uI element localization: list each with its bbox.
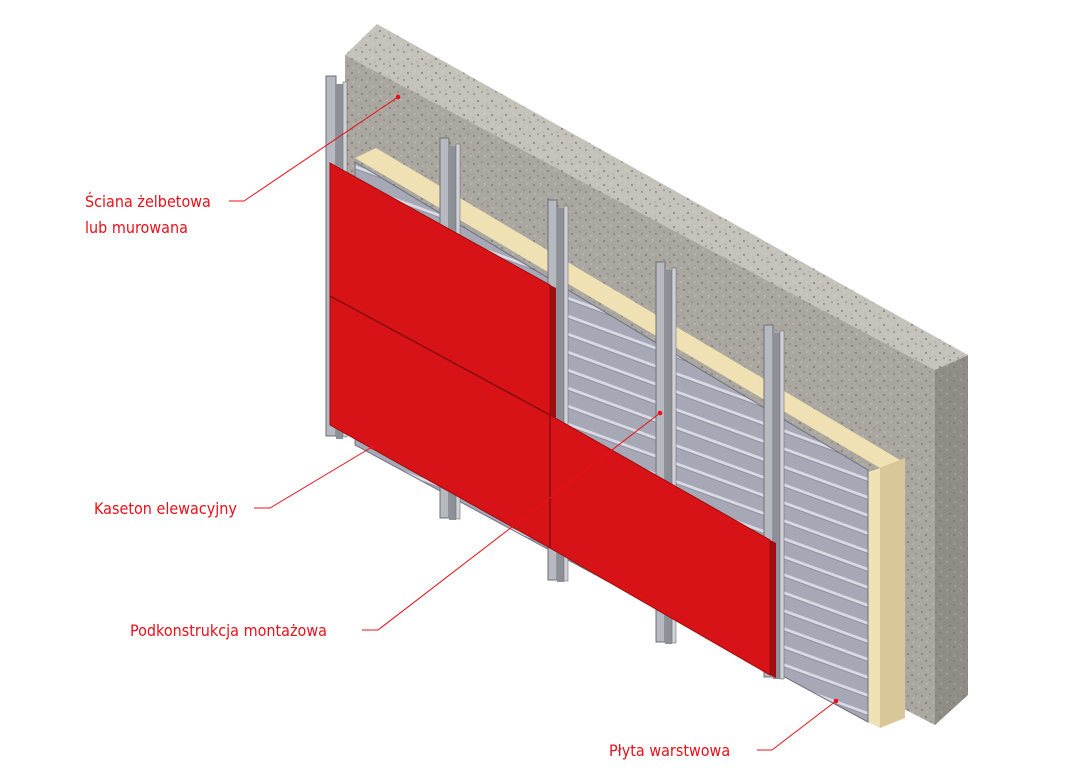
cassette-joint-horizontal <box>329 295 551 416</box>
leader-substructure <box>362 412 661 631</box>
leader-wall <box>229 96 399 202</box>
insulation-side-light <box>868 468 880 728</box>
label-wall-line2: lub murowana <box>85 218 188 237</box>
cassette-upper-edge <box>550 285 556 418</box>
cassette-lower-right-edge <box>770 540 776 678</box>
label-cassette: Kaseton elewacyjny <box>94 499 237 518</box>
concrete-wall-side-texture <box>935 355 968 725</box>
leader-panel <box>757 700 837 751</box>
insulation-side <box>880 458 905 728</box>
leader-cassette-dot <box>369 444 375 450</box>
label-wall-line1: Ściana żelbetowa <box>85 192 211 211</box>
leader-lines <box>229 94 839 751</box>
label-sandwich-panel: Płyta warstwowa <box>609 741 730 760</box>
profile-4 <box>655 261 677 644</box>
leader-substructure-dot <box>657 410 663 416</box>
concrete-wall-top-texture <box>345 24 968 370</box>
leader-wall-dot <box>395 94 401 100</box>
profile-5 <box>763 324 785 680</box>
label-substructure: Podkonstrukcja montażowa <box>130 621 327 640</box>
labels: Ściana żelbetowa lub murowana Kaseton el… <box>85 192 730 760</box>
leader-cassette <box>254 446 373 509</box>
leader-panel-dot <box>833 698 839 704</box>
facade-cassettes <box>329 162 776 678</box>
